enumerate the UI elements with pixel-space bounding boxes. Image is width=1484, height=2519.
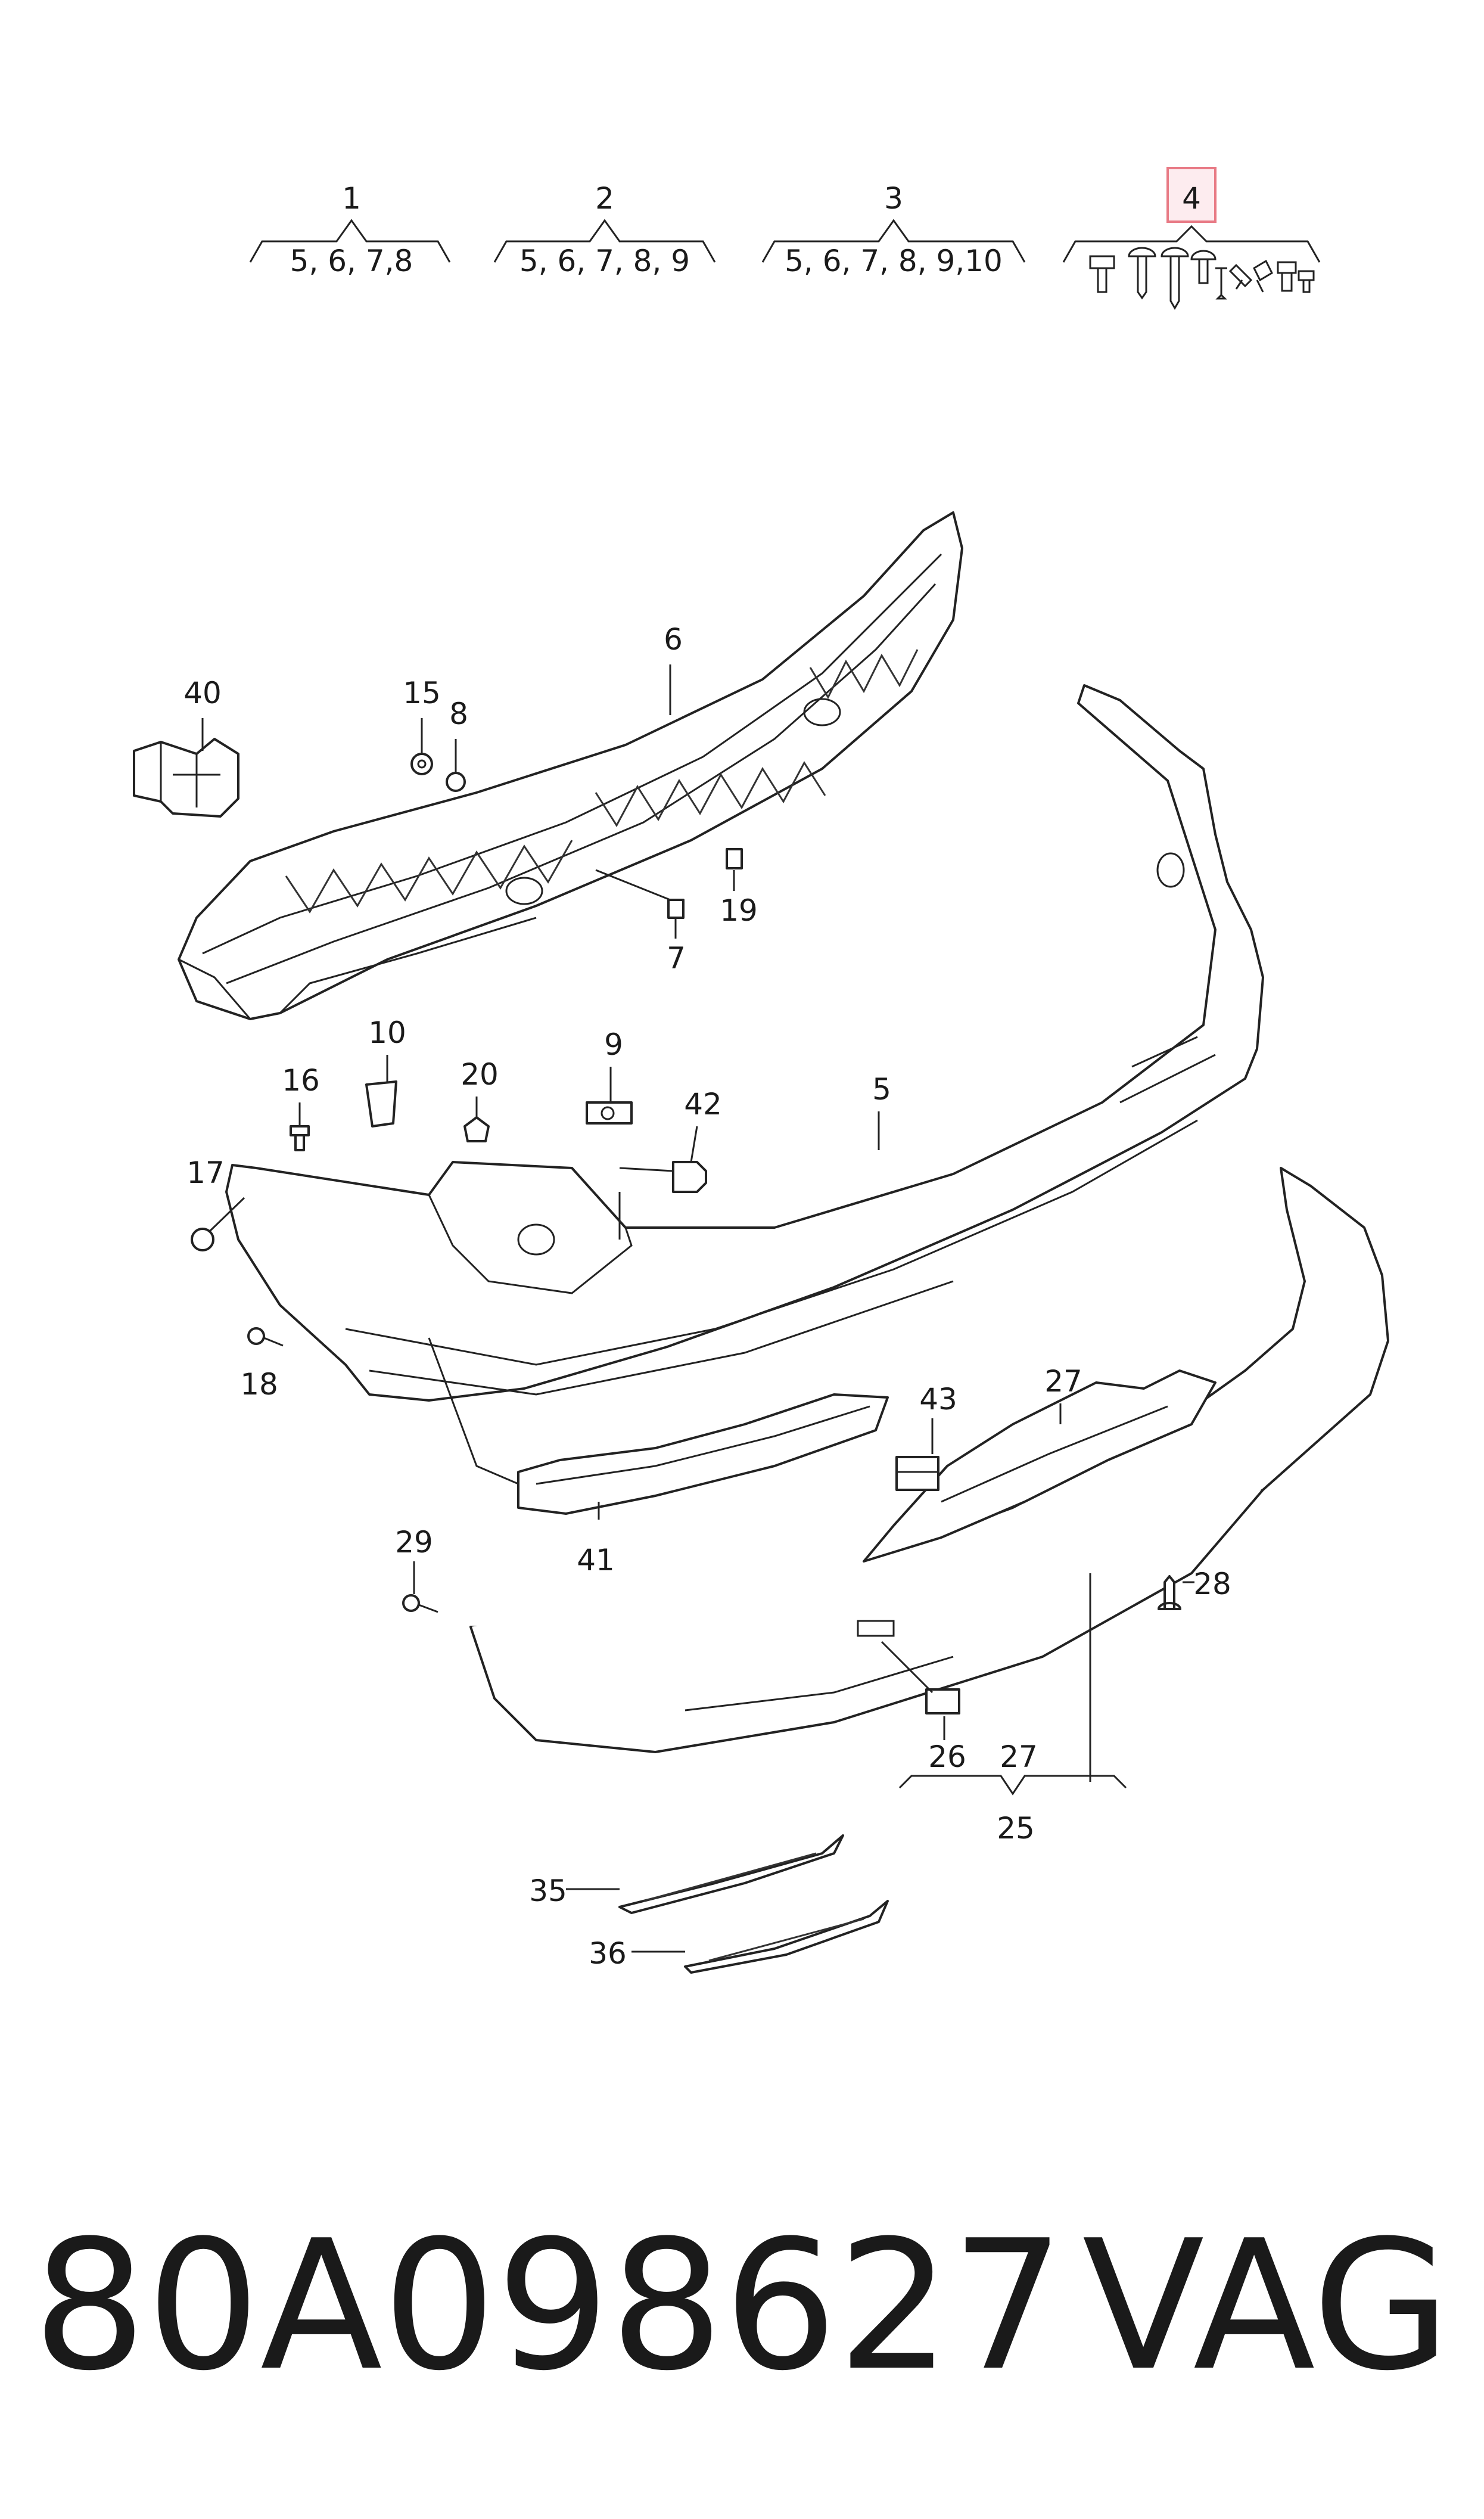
part-16-screw[interactable]	[290, 1125, 310, 1151]
label-25: 25	[997, 1811, 1035, 1846]
footer-caption: 80A098627 VAG	[33, 2211, 1451, 2402]
part-29-screw[interactable]	[402, 1594, 438, 1613]
part-10-clip[interactable]	[365, 1080, 397, 1128]
part-42-plug[interactable]	[618, 1161, 707, 1240]
hardware-kit-icons	[1089, 247, 1315, 310]
label-6: 6	[664, 622, 683, 657]
group-4-number: 4	[1182, 181, 1201, 216]
label-19: 19	[720, 893, 758, 928]
part-19-clip[interactable]	[726, 848, 743, 869]
label-5: 5	[872, 1072, 891, 1107]
part-18-screw[interactable]	[247, 1327, 284, 1347]
label-18: 18	[240, 1367, 278, 1402]
part-6-reinforcement[interactable]	[178, 511, 963, 1020]
label-17: 17	[186, 1156, 225, 1190]
callout-labels: 6 40 15 8 7 19 10 9 16 20 42 5 17 18 27 …	[183, 622, 1231, 1971]
group-3-number: 3	[884, 181, 903, 216]
group-1-parts: 5, 6, 7,8	[290, 244, 413, 278]
part-9-clip[interactable]	[586, 1101, 633, 1125]
part-17-screw[interactable]	[191, 1197, 245, 1251]
label-41: 41	[577, 1543, 615, 1577]
label-27-lower: 27	[1000, 1740, 1038, 1774]
part-5-bumper-cover[interactable]	[225, 684, 1264, 1402]
group-4[interactable]: 4	[1062, 167, 1321, 310]
part-20-clip[interactable]	[463, 1116, 490, 1142]
label-43: 43	[919, 1382, 957, 1417]
label-42: 42	[684, 1087, 722, 1122]
part-8-clip[interactable]	[446, 772, 466, 792]
group-2[interactable]: 2 5, 6, 7, 8, 9	[493, 181, 716, 278]
group-3-parts: 5, 6, 7, 8, 9,10	[785, 244, 1003, 278]
part-36-strip[interactable]	[684, 1900, 889, 1974]
part-26-cap[interactable]	[881, 1641, 960, 1714]
part-28-screw[interactable]	[1158, 1575, 1181, 1610]
group-4-highlight	[1166, 167, 1217, 223]
group-3[interactable]: 3 5, 6, 7, 8, 9,10	[761, 181, 1026, 278]
group-2-parts: 5, 6, 7, 8, 9	[519, 244, 690, 278]
part-7-clip[interactable]	[595, 869, 685, 919]
group-2-number: 2	[595, 181, 614, 216]
part-15-nut[interactable]	[410, 753, 433, 775]
leader-lines	[201, 664, 1194, 1953]
label-10: 10	[368, 1015, 406, 1050]
label-26: 26	[928, 1740, 966, 1774]
part-27-insert[interactable]	[863, 1369, 1217, 1563]
label-16: 16	[282, 1063, 320, 1098]
part-43-connector[interactable]	[895, 1456, 939, 1491]
label-7: 7	[667, 941, 686, 976]
label-28: 28	[1193, 1567, 1231, 1601]
label-15: 15	[403, 676, 441, 710]
label-20: 20	[461, 1057, 499, 1092]
brand-name: VAG	[1082, 2202, 1451, 2410]
part-number: 80A098627	[33, 2202, 1065, 2410]
label-40: 40	[183, 676, 222, 710]
label-9: 9	[604, 1027, 623, 1062]
label-27-upper: 27	[1044, 1364, 1082, 1399]
label-29: 29	[395, 1525, 433, 1560]
part-41-trim-strip[interactable]	[517, 1393, 889, 1515]
label-8: 8	[449, 697, 468, 731]
part-35-strip[interactable]	[618, 1834, 844, 1914]
group-1[interactable]: 1 5, 6, 7,8	[249, 181, 451, 278]
label-35: 35	[529, 1874, 567, 1908]
label-36: 36	[589, 1936, 627, 1971]
part-40-bracket[interactable]	[133, 738, 239, 818]
group-1-number: 1	[342, 181, 361, 216]
